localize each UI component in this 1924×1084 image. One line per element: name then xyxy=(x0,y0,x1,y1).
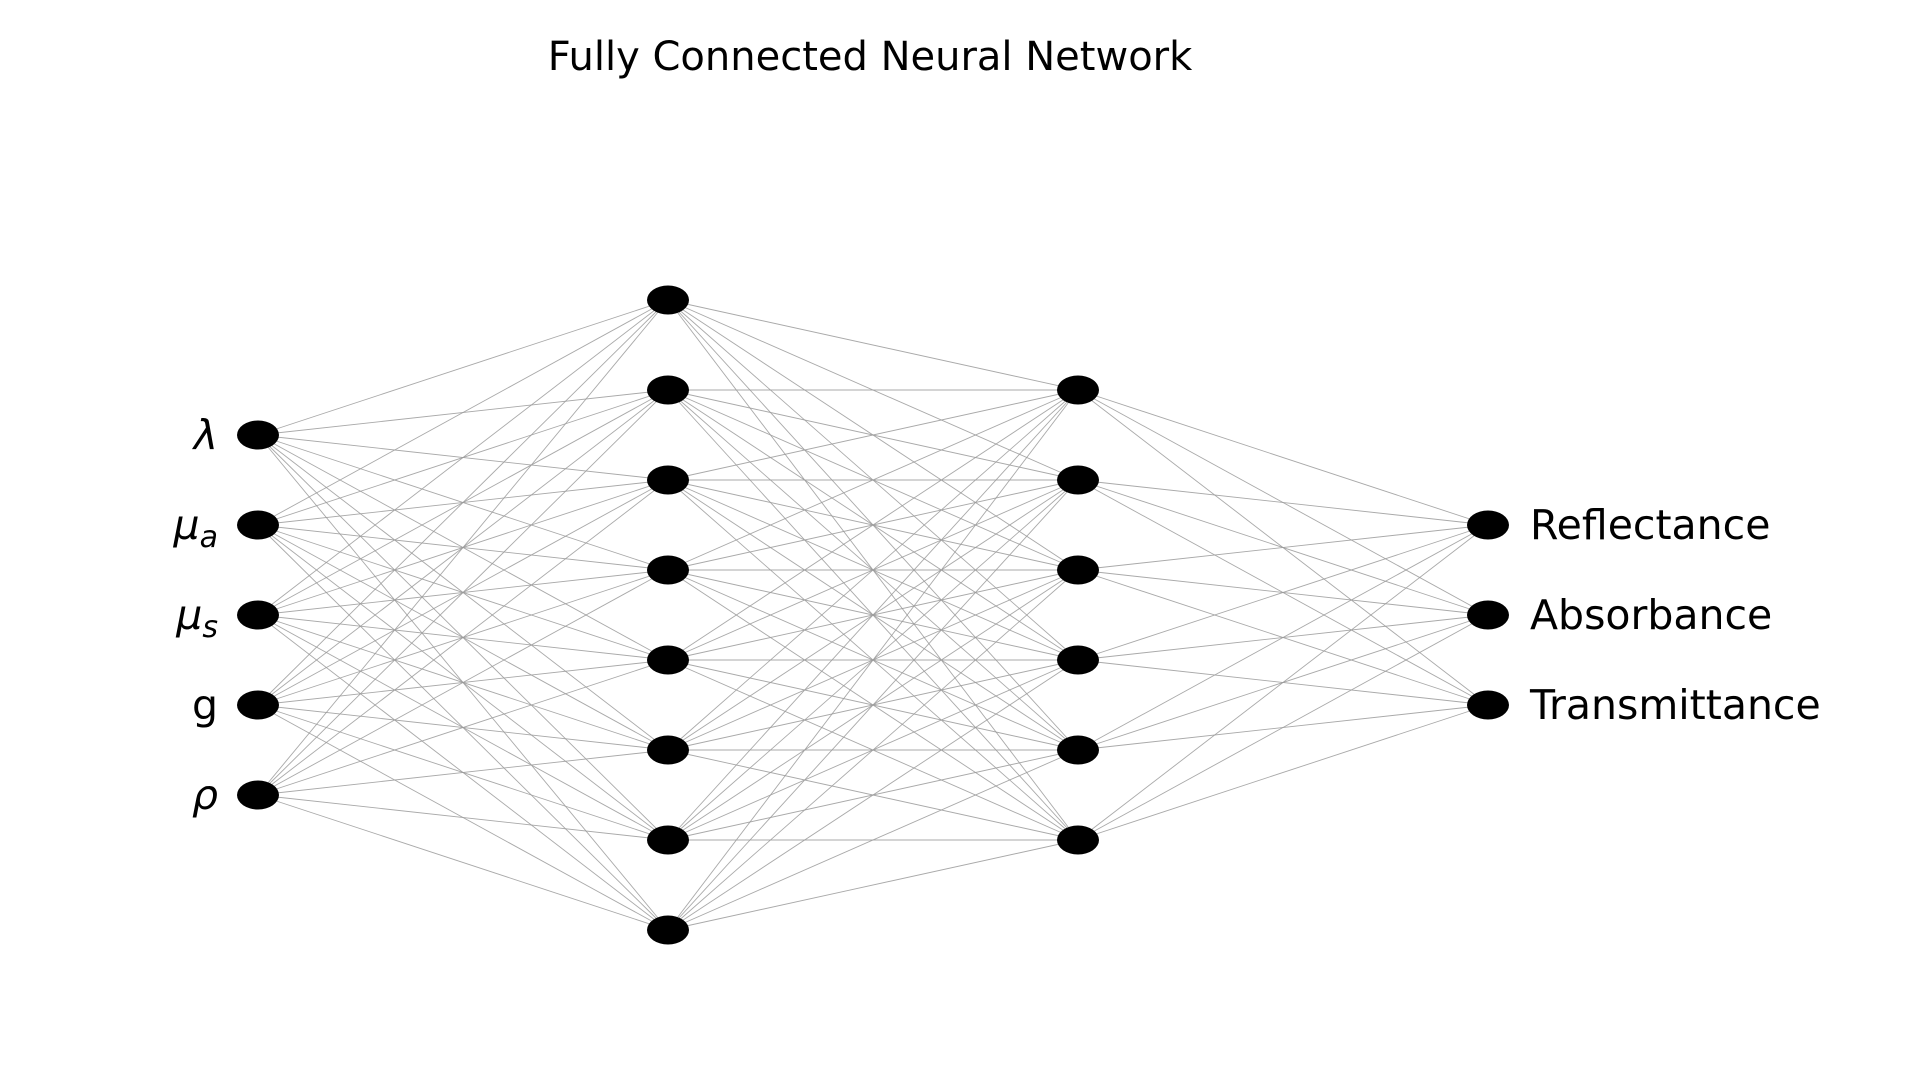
connection-hidden-2-5-output-1 xyxy=(1077,614,1489,841)
connections xyxy=(257,299,1489,931)
hidden-2-node-4 xyxy=(1057,735,1099,765)
hidden-2-node-3 xyxy=(1057,645,1099,675)
hidden-1-node-3 xyxy=(647,555,689,585)
hidden-1-node-4 xyxy=(647,645,689,675)
connection-hidden-2-5-output-0 xyxy=(1077,524,1489,841)
output-label-reflectance: Reflectance xyxy=(1530,501,1770,549)
connection-input-4-hidden-1-5 xyxy=(257,749,669,796)
input-label-0: λ xyxy=(192,411,218,459)
connection-hidden-1-3-hidden-2-0 xyxy=(667,389,1079,571)
input-label-3: g xyxy=(192,681,218,729)
connection-input-4-hidden-1-3 xyxy=(257,569,669,796)
hidden-2-node-1 xyxy=(1057,465,1099,495)
connection-input-1-hidden-1-0 xyxy=(257,299,669,526)
hidden-2-node-2 xyxy=(1057,555,1099,585)
input-node-0 xyxy=(237,420,279,450)
connection-hidden-2-2-output-0 xyxy=(1077,524,1489,571)
connection-input-4-hidden-1-2 xyxy=(257,479,669,796)
connection-hidden-1-7-hidden-2-5 xyxy=(667,839,1079,931)
connection-hidden-2-1-output-0 xyxy=(1077,479,1489,526)
input-node-3 xyxy=(237,690,279,720)
hidden-1-node-6 xyxy=(647,825,689,855)
connection-hidden-1-5-hidden-2-0 xyxy=(667,389,1079,751)
hidden-1-node-0 xyxy=(647,285,689,315)
output-node-1 xyxy=(1467,600,1509,630)
output-node-0 xyxy=(1467,510,1509,540)
hidden-2-node-0 xyxy=(1057,375,1099,405)
hidden-2-node-5 xyxy=(1057,825,1099,855)
connection-hidden-2-0-output-0 xyxy=(1077,389,1489,526)
connection-hidden-1-7-hidden-2-3 xyxy=(667,659,1079,931)
neurons xyxy=(237,285,1509,945)
hidden-1-node-5 xyxy=(647,735,689,765)
connection-input-4-hidden-1-4 xyxy=(257,659,669,796)
connection-input-4-hidden-1-6 xyxy=(257,794,669,841)
input-label-1: μa xyxy=(173,501,218,555)
connection-hidden-1-0-hidden-2-0 xyxy=(667,299,1079,391)
connection-hidden-1-7-hidden-2-4 xyxy=(667,749,1079,931)
output-node-2 xyxy=(1467,690,1509,720)
connection-hidden-2-3-output-0 xyxy=(1077,524,1489,661)
connection-hidden-1-7-hidden-2-0 xyxy=(667,389,1079,931)
connection-hidden-2-5-output-2 xyxy=(1077,704,1489,841)
input-label-4: ρ xyxy=(192,771,218,819)
connection-input-0-hidden-1-0 xyxy=(257,299,669,436)
hidden-1-node-7 xyxy=(647,915,689,945)
connection-input-2-hidden-1-0 xyxy=(257,299,669,616)
diagram-title: Fully Connected Neural Network xyxy=(548,34,1193,80)
connection-hidden-1-6-hidden-2-0 xyxy=(667,389,1079,841)
output-label-transmittance: Transmittance xyxy=(1529,681,1821,729)
node-labels: λ μa μs gρ ReflectanceAbsorbanceTransmittanc… xyxy=(173,411,1821,819)
connection-hidden-1-7-hidden-2-1 xyxy=(667,479,1079,931)
connection-input-4-hidden-1-7 xyxy=(257,794,669,931)
connection-hidden-1-7-hidden-2-2 xyxy=(667,569,1079,931)
output-label-absorbance: Absorbance xyxy=(1530,591,1772,639)
input-label-2: μs xyxy=(175,591,218,645)
input-node-1 xyxy=(237,510,279,540)
connection-hidden-1-2-hidden-2-0 xyxy=(667,389,1079,481)
connection-hidden-1-4-hidden-2-0 xyxy=(667,389,1079,661)
input-node-2 xyxy=(237,600,279,630)
hidden-1-node-2 xyxy=(647,465,689,495)
connection-input-3-hidden-1-0 xyxy=(257,299,669,706)
connection-hidden-2-4-output-0 xyxy=(1077,524,1489,751)
connection-input-4-hidden-1-1 xyxy=(257,389,669,796)
connection-input-4-hidden-1-0 xyxy=(257,299,669,796)
hidden-1-node-1 xyxy=(647,375,689,405)
input-node-4 xyxy=(237,780,279,810)
